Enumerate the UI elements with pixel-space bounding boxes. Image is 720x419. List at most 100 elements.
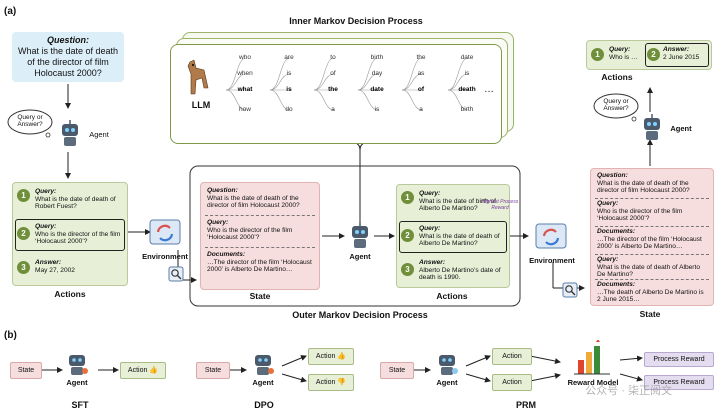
- mid-action-3-num: 3: [401, 263, 414, 276]
- mid-action-3-title: Answer:: [419, 259, 446, 266]
- question-box: Question: What is the date of death of t…: [12, 32, 124, 82]
- prm-action-1-label: Action: [502, 353, 522, 360]
- inner-mdp-title: Inner Markov Decision Process: [289, 16, 423, 26]
- sft-agent-icon: [66, 352, 88, 376]
- reward-model-icon: [572, 339, 612, 376]
- llm-label: LLM: [191, 100, 211, 110]
- token-ellipsis: …: [484, 84, 494, 95]
- reward-model-label: Reward Model: [567, 378, 619, 387]
- token-0-2: what: [237, 86, 253, 93]
- robot-agent-icon: [58, 120, 82, 148]
- right-state-5-text: …The death of Alberto De Martino is 2 Ju…: [597, 288, 704, 304]
- thought-bubble: Query or Answer?: [6, 108, 54, 138]
- prm-action-2-label: Action: [502, 379, 522, 386]
- sft-action-chip: Action 👍: [120, 362, 166, 379]
- left-action-3-text: May 27, 2002: [35, 266, 75, 274]
- token-2-2: the: [328, 86, 338, 93]
- top-right-num-2: 2: [647, 48, 660, 61]
- right-state-5-title: Documents:: [597, 281, 636, 288]
- dpo-action-2-label: Action: [315, 379, 336, 386]
- token-2-3: a: [331, 106, 335, 113]
- thought-bubble-right: Query or Answer?: [592, 92, 640, 122]
- agent-label-left: Agent: [89, 130, 109, 139]
- state-label-right: State: [639, 309, 661, 319]
- mid-action-1-text: What is the date of birth of Alberto De …: [419, 197, 496, 213]
- token-4-2: of: [417, 86, 425, 93]
- llama-icon: [184, 58, 214, 98]
- environment-label-right: Environment: [529, 256, 575, 265]
- prm-title: PRM: [516, 400, 536, 410]
- prm-agent-label: Agent: [436, 378, 458, 387]
- prm-action-chip-1: Action: [492, 348, 532, 365]
- left-action-3-title: Answer:: [35, 259, 62, 266]
- token-3-2: date: [370, 86, 384, 93]
- token-4-0: the: [416, 54, 426, 61]
- left-actions-panel: 1 Query: What is the date of death of Rob…: [12, 182, 128, 286]
- token-0-1: when: [237, 70, 253, 77]
- dpo-action-chip-1: Action 👍: [308, 348, 354, 365]
- token-4-1: as: [417, 70, 425, 77]
- mid-state-panel: Question:What is the date of death of th…: [200, 182, 320, 290]
- left-action-2-num: 2: [17, 227, 30, 240]
- left-action-3-num: 3: [17, 261, 30, 274]
- watermark-text: 公众号 · 柒正阅文: [585, 385, 672, 397]
- mid-action-1-title: Query:: [419, 190, 441, 197]
- token-1-3: do: [285, 106, 293, 113]
- top-right-actions-panel: 1 Query:Who is … 2 Answer:2 June 2015: [586, 40, 712, 70]
- bubble-text: Query or Answer?: [17, 114, 43, 128]
- top-right-query-title: Query:: [609, 46, 631, 53]
- token-arrows: [225, 57, 469, 111]
- mid-state-2-text: Who is the director of the film ‘Holocau…: [207, 226, 293, 242]
- mid-action-2-num: 2: [401, 229, 414, 242]
- mid-action-1-num: 1: [401, 191, 414, 204]
- token-1-0: are: [284, 54, 294, 61]
- right-state-1-text: What is the date of death of the directo…: [597, 179, 690, 195]
- left-action-1-text: What is the date of death of Robert Fues…: [35, 195, 116, 211]
- token-5-3: birth: [460, 106, 474, 113]
- mid-state-3-title: Documents:: [207, 251, 246, 258]
- highest-reward-note: Highest Process Reward: [481, 199, 519, 211]
- right-state-1-title: Question:: [597, 172, 628, 179]
- top-right-answer-title: Answer:: [663, 46, 690, 53]
- token-5-1: is: [464, 70, 470, 77]
- prm-action-chip-2: Action: [492, 374, 532, 391]
- state-label-mid: State: [249, 291, 271, 301]
- sft-agent-label: Agent: [66, 378, 88, 387]
- environment-icon-left: [148, 218, 182, 248]
- panel-b-label: (b): [4, 330, 17, 341]
- left-action-1-num: 1: [17, 189, 30, 202]
- right-state-panel: Question:What is the date of death of th…: [590, 168, 714, 306]
- token-3-1: day: [371, 70, 383, 77]
- token-0-3: how: [239, 106, 251, 113]
- prm-state-chip: State: [380, 362, 414, 379]
- dpo-state-chip: State: [196, 362, 230, 379]
- right-state-4-title: Query:: [597, 256, 619, 263]
- left-action-2-text: Who is the director of the film ‘Holocau…: [35, 230, 121, 246]
- token-4-3: a: [419, 106, 423, 113]
- selected-action-frame-right: [645, 43, 709, 67]
- sft-title: SFT: [71, 400, 89, 410]
- left-action-2-title: Query:: [35, 223, 57, 230]
- token-1-1: is: [286, 70, 292, 77]
- token-0-0: who: [239, 54, 251, 61]
- token-3-0: birth: [370, 54, 384, 61]
- mid-state-2-title: Query:: [207, 219, 229, 226]
- panel-a-label: (a): [4, 6, 17, 17]
- bubble-text-right: Query or Answer?: [603, 98, 629, 112]
- process-reward-chip-2: Process Reward: [644, 375, 714, 390]
- outer-mdp-title: Outer Markov Decision Process: [292, 310, 428, 320]
- prm-agent-icon: [436, 352, 458, 376]
- thumbs-down-icon: 👎: [337, 379, 347, 386]
- thumbs-up-icon: 👍: [149, 367, 159, 374]
- dpo-agent-icon: [252, 352, 274, 376]
- mid-action-2-text: What is the date of death of Alberto De …: [419, 232, 500, 248]
- search-doc-icon-right: [562, 282, 578, 298]
- question-title: Question:: [47, 35, 89, 45]
- agent-label-right: Agent: [670, 124, 692, 133]
- environment-icon-right: [534, 222, 568, 252]
- sft-state-chip: State: [10, 362, 42, 379]
- right-state-2-title: Query:: [597, 200, 619, 207]
- mid-state-3-text: …The director of the film ‘Holocaust 200…: [207, 258, 312, 274]
